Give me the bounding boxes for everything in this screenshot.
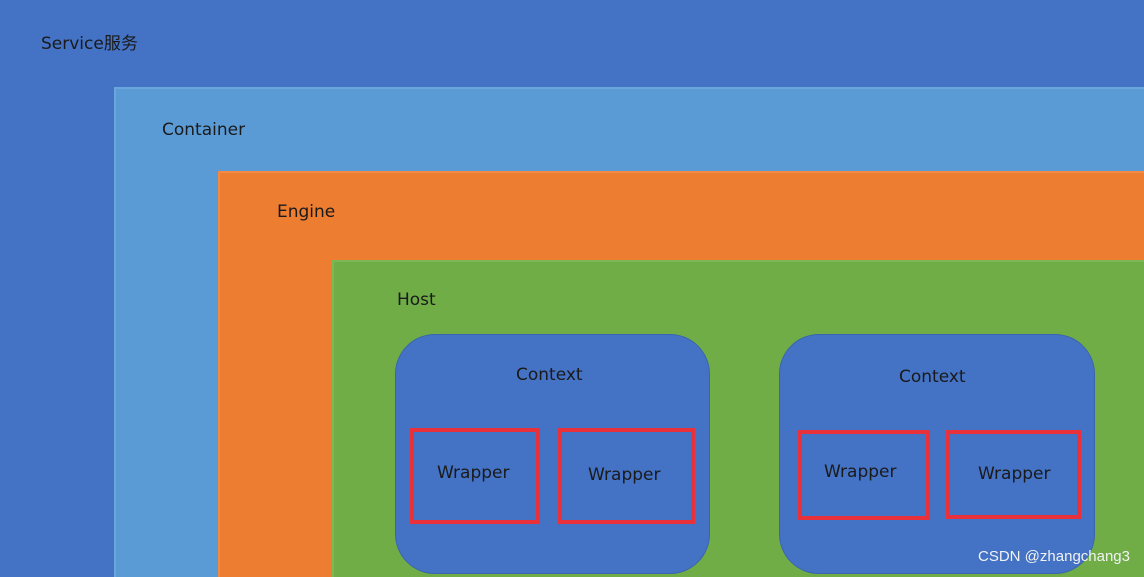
wrapper-label-2-2: Wrapper <box>978 464 1051 484</box>
wrapper-label-2-1: Wrapper <box>824 462 897 482</box>
wrapper-box-2-2 <box>946 430 1081 519</box>
wrapper-label-1-1: Wrapper <box>437 463 510 483</box>
wrapper-label-1-2: Wrapper <box>588 465 661 485</box>
engine-label: Engine <box>277 202 336 222</box>
wrapper-box-1-1 <box>410 428 540 524</box>
host-label: Host <box>397 290 436 310</box>
wrapper-box-1-2 <box>558 428 695 524</box>
wrapper-box-2-1 <box>798 430 930 520</box>
service-label: Service服务 <box>41 34 138 54</box>
watermark: CSDN @zhangchang3 <box>978 548 1130 565</box>
context-label-2: Context <box>899 367 966 387</box>
container-label: Container <box>162 120 246 140</box>
context-label-1: Context <box>516 365 583 385</box>
